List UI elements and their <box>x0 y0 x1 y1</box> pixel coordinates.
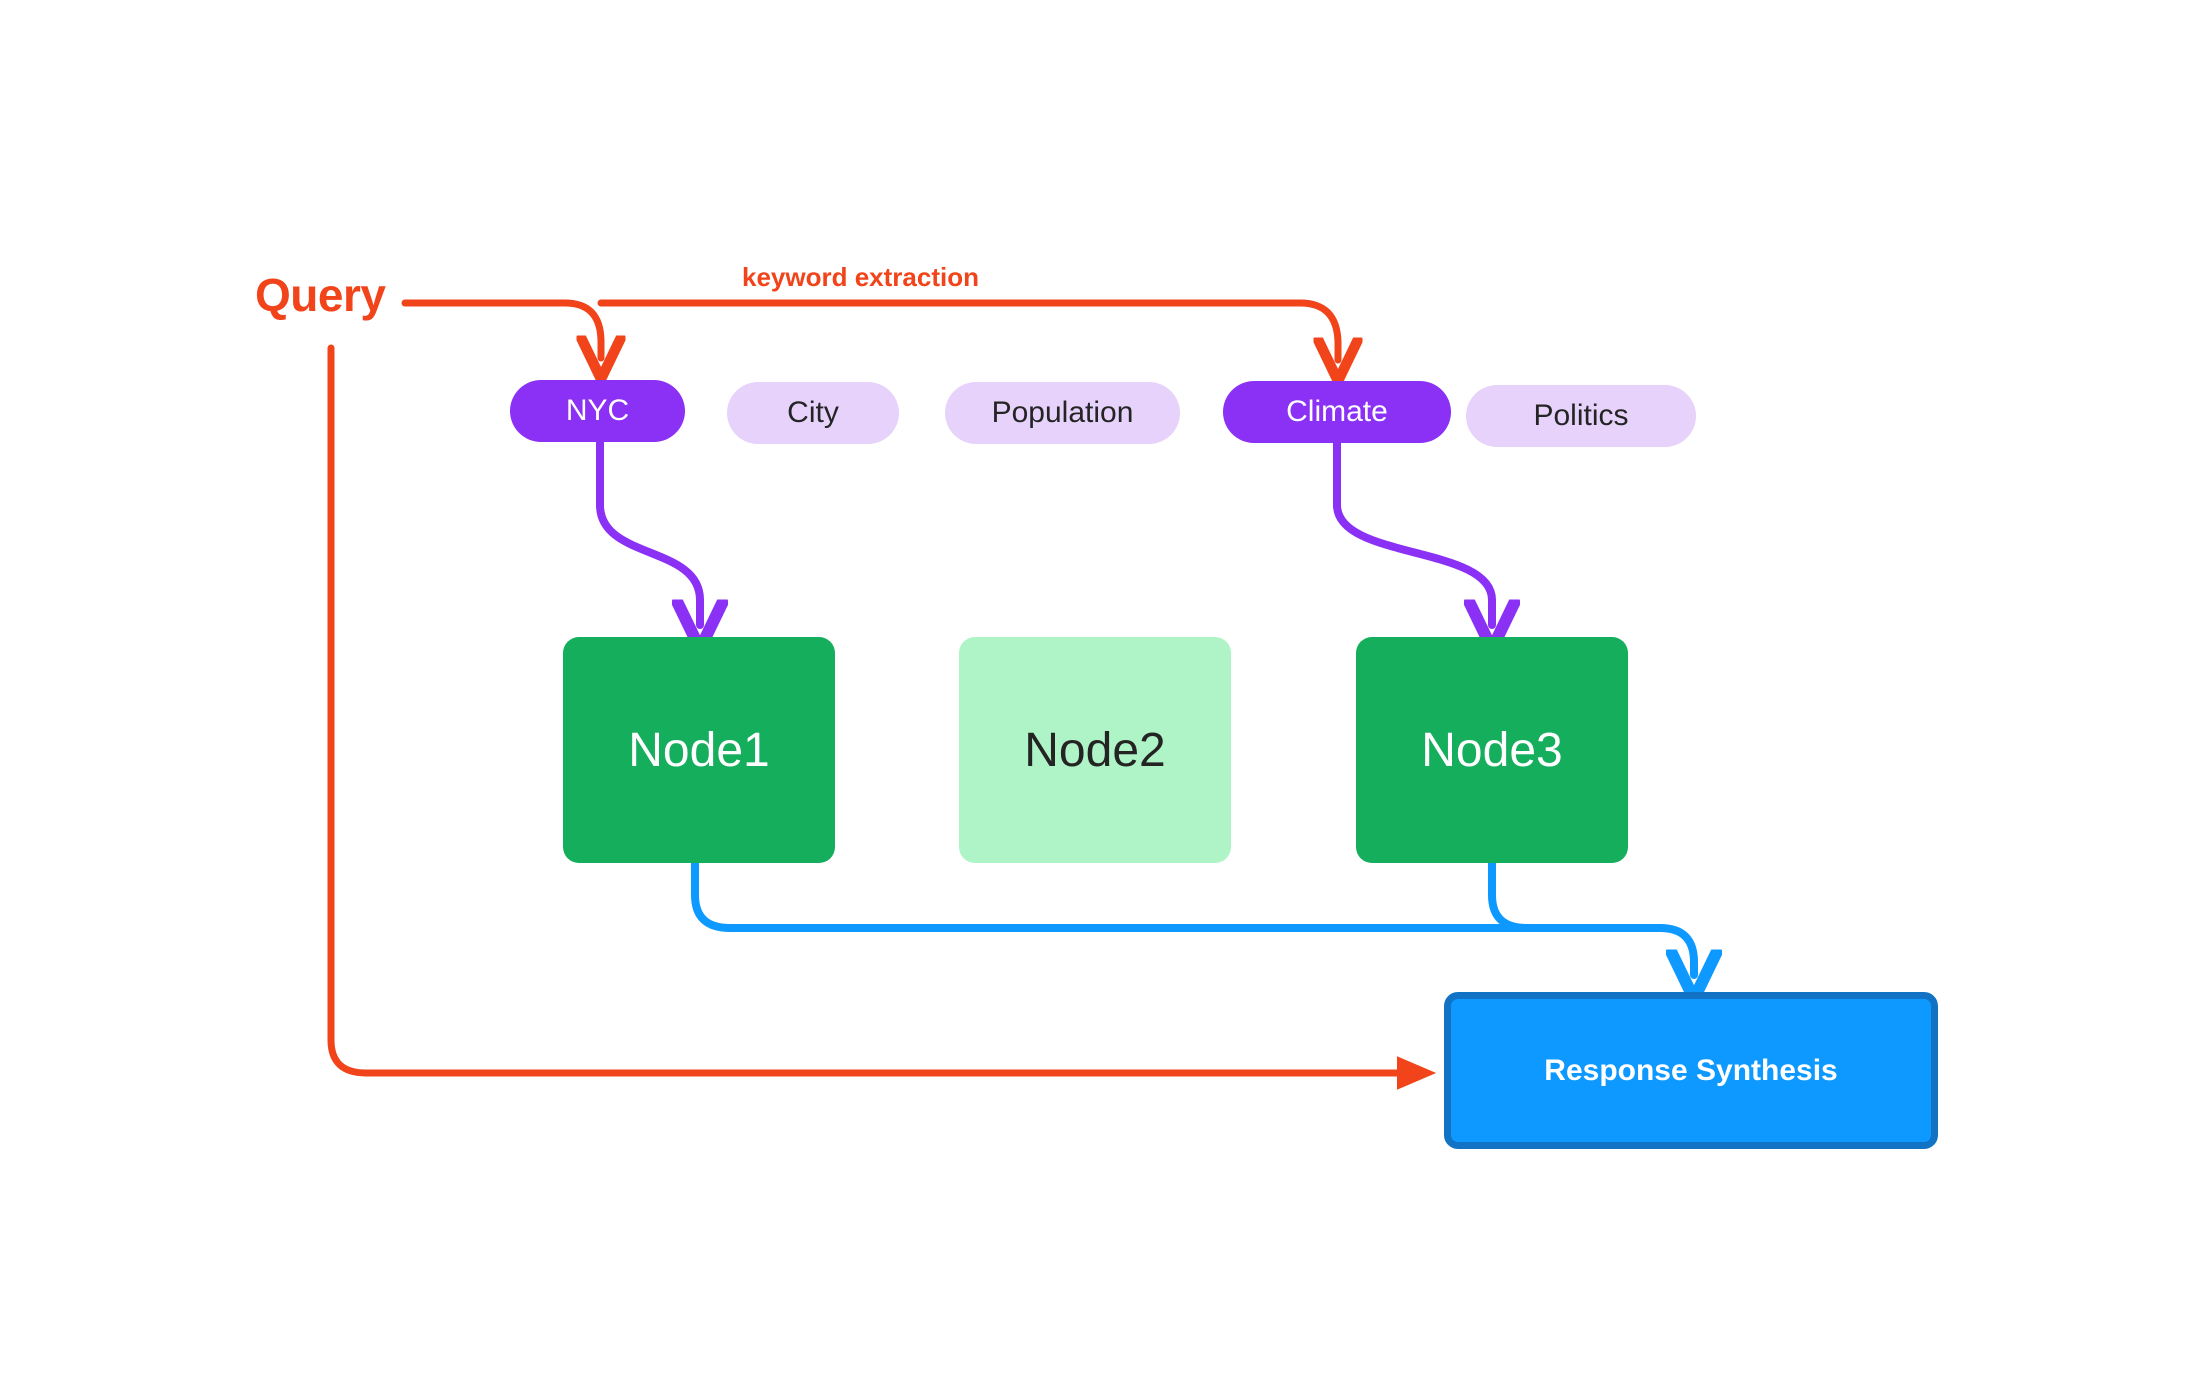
keyword-extraction-label: keyword extraction <box>742 262 979 292</box>
response-synthesis-label: Response Synthesis <box>1544 1053 1838 1087</box>
edge-node3-to-synthesis <box>1488 858 1694 975</box>
edge-climate-to-node3 <box>1333 439 1492 625</box>
edge-nyc-to-node1 <box>596 438 700 625</box>
edge-query-to-climate <box>597 299 1338 360</box>
node-label: Node3 <box>1421 723 1563 777</box>
edge-query-to-synthesis <box>327 344 1437 1090</box>
response-synthesis-box[interactable]: Response Synthesis <box>1444 992 1938 1149</box>
keyword-pill-label: NYC <box>565 394 630 427</box>
node-label: Node2 <box>1024 723 1166 777</box>
query-label: Query <box>255 269 386 321</box>
keyword-pill-label: City <box>787 396 839 429</box>
keyword-pill-label: Population <box>991 396 1134 429</box>
edge-node1-to-synthesis <box>691 858 1654 932</box>
node-box-node3[interactable]: Node3 <box>1356 637 1628 863</box>
node-box-node2[interactable]: Node2 <box>959 637 1231 863</box>
node-box-node1[interactable]: Node1 <box>563 637 835 863</box>
node-label: Node1 <box>628 723 770 777</box>
keyword-pill-label: Climate <box>1286 395 1388 428</box>
keyword-pill-climate[interactable]: Climate <box>1223 381 1451 443</box>
keyword-pill-politics[interactable]: Politics <box>1466 385 1696 447</box>
keyword-pill-population[interactable]: Population <box>945 382 1180 444</box>
keyword-pill-city[interactable]: City <box>727 382 899 444</box>
keyword-pill-label: Politics <box>1533 399 1629 432</box>
edge-query-to-nyc <box>401 299 601 358</box>
keyword-pill-nyc[interactable]: NYC <box>510 380 685 442</box>
